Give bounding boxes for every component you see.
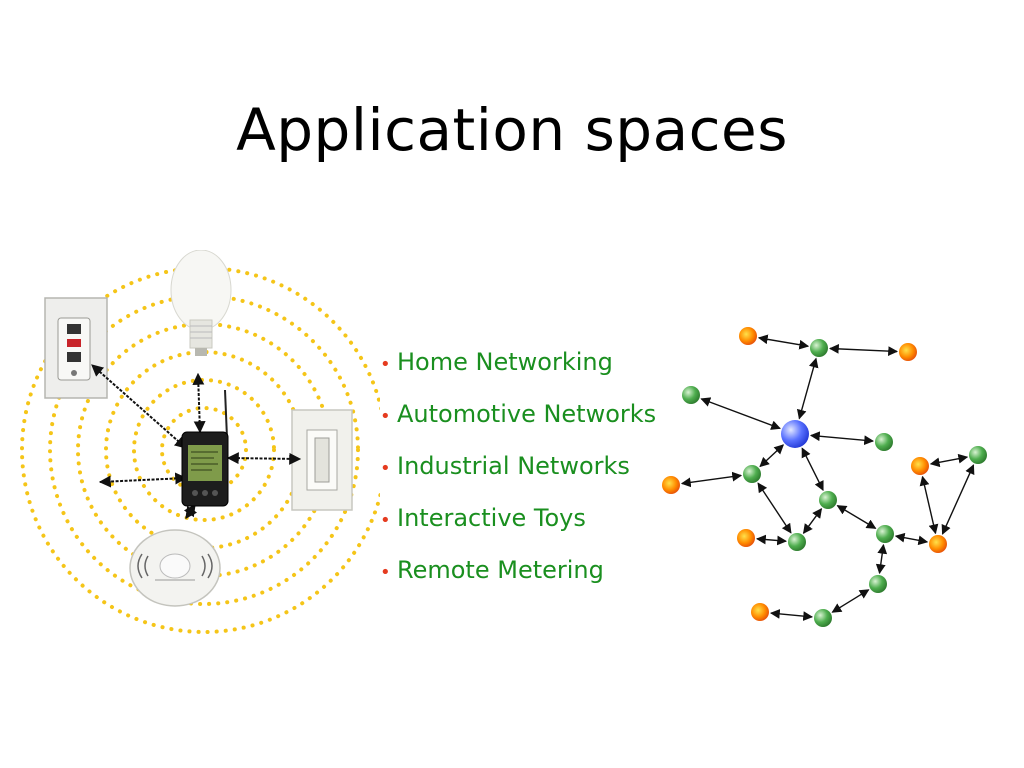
hub-link-arrow — [183, 504, 198, 519]
network-node-end-device — [739, 327, 757, 345]
network-link — [680, 471, 743, 488]
network-node-router — [969, 446, 987, 464]
list-item: • Remote Metering — [380, 556, 700, 608]
network-link — [894, 532, 929, 546]
network-link — [759, 444, 785, 468]
pda-hub-icon — [181, 389, 229, 507]
network-link — [829, 343, 898, 357]
hub-links — [91, 364, 302, 519]
mesh-network-diagram — [662, 327, 987, 627]
hub-link-arrow — [226, 452, 302, 465]
network-link — [941, 464, 975, 535]
network-nodes — [662, 327, 987, 627]
network-link — [769, 609, 814, 621]
network-link — [836, 505, 877, 529]
network-node-end-device — [662, 476, 680, 494]
application-list: • Home Networking • Automotive Networks … — [380, 348, 700, 608]
bullet-icon: • — [380, 354, 391, 375]
home-network-illustration — [20, 250, 380, 634]
bullet-icon: • — [380, 510, 391, 531]
list-item-label: Remote Metering — [397, 556, 604, 584]
network-link — [700, 397, 781, 430]
network-node-router — [810, 339, 828, 357]
bullet-icon: • — [380, 406, 391, 427]
network-node-router — [869, 575, 887, 593]
hub-link-arrow — [192, 372, 206, 434]
network-node-end-device — [899, 343, 917, 361]
list-item: • Home Networking — [380, 348, 700, 400]
network-link — [755, 534, 788, 546]
list-item-label: Interactive Toys — [397, 504, 586, 532]
network-node-end-device — [911, 457, 929, 475]
list-item-label: Automotive Networks — [397, 400, 657, 428]
network-node-router — [788, 533, 806, 551]
network-links — [680, 334, 975, 621]
network-node-router — [743, 465, 761, 483]
list-item-label: Home Networking — [397, 348, 613, 376]
network-link — [802, 508, 823, 534]
network-link — [757, 482, 792, 534]
network-node-end-device — [929, 535, 947, 553]
slide-title: Application spaces — [236, 96, 788, 164]
network-node-end-device — [737, 529, 755, 547]
signal-ring — [48, 294, 360, 606]
network-node-router — [876, 525, 894, 543]
list-item-label: Industrial Networks — [397, 452, 630, 480]
hub-link-arrow — [98, 472, 188, 488]
network-link — [801, 447, 824, 492]
network-node-coordinator — [781, 420, 809, 448]
network-link — [919, 475, 939, 535]
wall-outlet-icon — [44, 297, 108, 399]
network-node-router — [875, 433, 893, 451]
hub-link-arrow — [91, 364, 187, 449]
bullet-icon: • — [380, 458, 391, 479]
bullet-icon: • — [380, 562, 391, 583]
list-item: • Interactive Toys — [380, 504, 700, 556]
network-link — [875, 543, 888, 575]
list-item: • Automotive Networks — [380, 400, 700, 452]
signal-ring — [160, 406, 248, 494]
network-node-end-device — [751, 603, 769, 621]
light-bulb-icon — [170, 250, 232, 356]
network-node-router — [819, 491, 837, 509]
network-link — [831, 589, 870, 613]
network-node-router — [682, 386, 700, 404]
network-link — [809, 431, 875, 446]
network-link — [757, 334, 810, 350]
network-link — [796, 357, 819, 420]
network-link — [929, 453, 969, 468]
wall-switch-icon — [291, 409, 353, 511]
smoke-detector-icon — [129, 529, 221, 607]
list-item: • Industrial Networks — [380, 452, 700, 504]
network-node-router — [814, 609, 832, 627]
